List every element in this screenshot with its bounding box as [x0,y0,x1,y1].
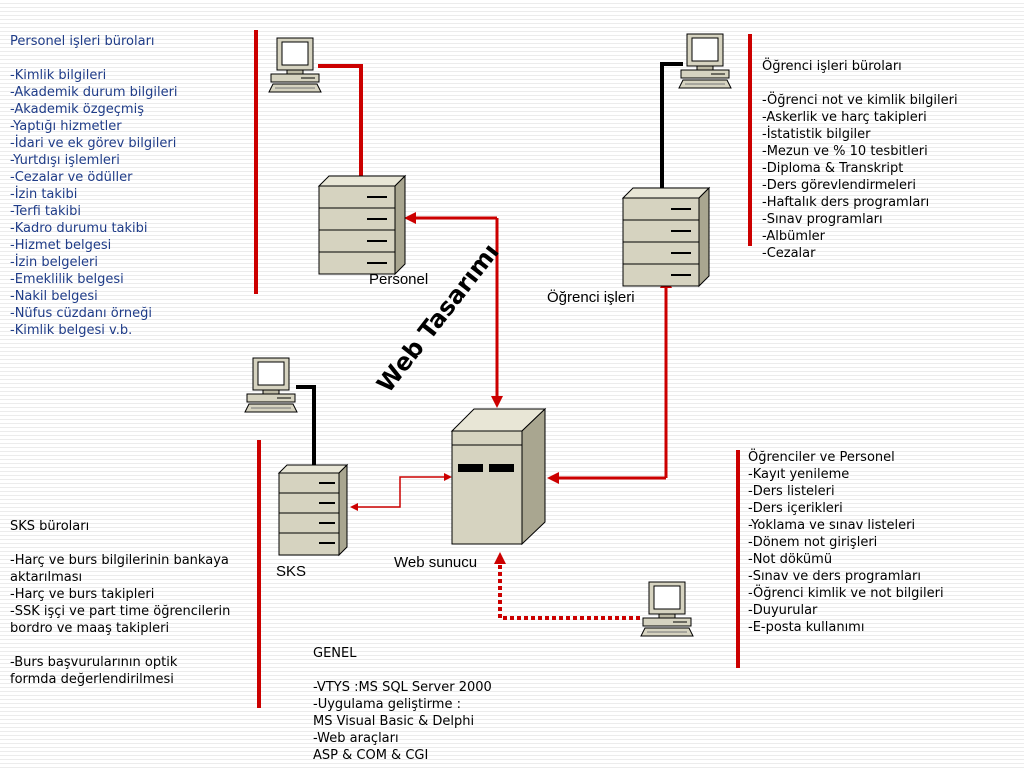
text-line: Öğrenci işleri büroları [762,59,902,74]
sks-computer-icon [244,357,298,413]
text-line: -Dönem not girişleri [748,535,878,550]
text-line: Personel işleri büroları [10,34,155,49]
sks-web-link [356,476,448,508]
text-line: -Ders görevlendirmeleri [762,178,916,193]
text-line: Öğrenciler ve Personel [748,450,895,465]
text-line: -Yoklama ve sınav listeleri [748,518,916,533]
text-line: -Yurtdışı işlemleri [10,153,120,168]
client-arrowhead [494,552,506,564]
web-server-icon [450,407,547,546]
text-line: -Akademik özgeçmiş [10,102,144,117]
text-line: -Uygulama geliştirme : [313,697,461,712]
personel-pc-link [318,64,363,178]
personel-label: Personel [369,271,429,288]
text-line: -Cezalar [762,246,816,261]
text-line: SKS büroları [10,519,90,534]
text-line: -Kayıt yenileme [748,467,850,482]
text-line: -Harç ve burs takipleri [10,587,155,602]
text-line: -İdari ve ek görev bilgileri [10,136,177,151]
text-line: -Cezalar ve ödüller [10,170,133,185]
personel-text-block: Personel işleri büroları -Kimlik bilgiler… [10,33,178,339]
users-divider [736,450,740,668]
web-left-arrowhead [444,473,452,481]
text-line: -Kimlik belgesi v.b. [10,323,133,338]
text-line: -Hizmet belgesi [10,238,112,253]
text-line: -Terfi takibi [10,204,81,219]
text-line: -Yaptığı hizmetler [10,119,122,134]
sks-divider [257,440,261,708]
text-line: -Emeklilik belgesi [10,272,124,287]
sks-text-block: SKS büroları -Harç ve burs bilgilerinin b… [10,518,230,688]
sks-server-icon [278,464,348,556]
text-line: -Nüfus cüzdanı örneği [10,306,152,321]
text-line: -Not dökümü [748,552,833,567]
ogrenci-server-icon [622,187,710,287]
text-line: -Akademik durum bilgileri [10,85,178,100]
text-line: -İzin takibi [10,187,78,202]
genel-text-block: GENEL -VTYS :MS SQL Server 2000 -Uygulama … [313,645,492,764]
ogrenci-pc-link [660,62,683,188]
text-line: formda değerlendirilmesi [10,672,174,687]
personel-arrowhead [404,212,416,224]
sks-label: SKS [276,563,307,580]
text-line: -Ders listeleri [748,484,835,499]
client-computer-icon [640,581,694,637]
web-down-arrowhead [491,396,503,408]
ogrenci-text-block: Öğrenci işleri büroları -Öğrenci not ve k… [762,58,958,262]
text-line: -Nakil belgesi [10,289,98,304]
text-line: bordro ve maaş takipleri [10,621,170,636]
sks-pc-link [296,385,316,466]
text-line: aktarılması [10,570,83,585]
text-line: -Web araçları [313,731,399,746]
ogrenci-label: Öğrenci işleri [547,289,635,306]
text-line: GENEL [313,646,357,661]
text-line: -SSK işçi ve part time öğrencilerin [10,604,231,619]
text-line: -Sınav programları [762,212,883,227]
text-line: -Kadro durumu takibi [10,221,148,236]
text-line: -Harç ve burs bilgilerinin bankaya [10,553,229,568]
text-line: -Öğrenci kimlik ve not bilgileri [748,586,944,601]
users-text-block: Öğrenciler ve Personel -Kayıt yenileme -De… [748,449,944,636]
personel-divider [254,30,258,294]
text-line: MS Visual Basic & Delphi [313,714,475,729]
text-line: ASP & COM & CGI [313,748,429,763]
text-line: -Kimlik bilgileri [10,68,107,83]
text-line: -Haftalık ders programları [762,195,930,210]
text-line: -Albümler [762,229,826,244]
personel-computer-icon [268,37,322,93]
sks-arrowhead [350,503,358,511]
text-line: -Mezun ve % 10 tesbitleri [762,144,928,159]
text-line: -Sınav ve ders programları [748,569,921,584]
text-line: -İstatistik bilgiler [762,127,871,142]
text-line: -Ders içerikleri [748,501,843,516]
web-server-label: Web sunucu [394,554,478,571]
text-line: -Askerlik ve harç takipleri [762,110,927,125]
client-dotted-link [498,562,640,620]
text-line: -Burs başvurularının optik [10,655,178,670]
text-line: -VTYS :MS SQL Server 2000 [313,680,492,695]
text-line: -E-posta kullanımı [748,620,865,635]
web-right-arrowhead [547,472,559,484]
personel-server-icon [318,175,406,275]
text-line: -Öğrenci not ve kimlik bilgileri [762,93,958,108]
ogrenci-computer-icon [678,33,732,89]
text-line: -Duyurular [748,603,818,618]
text-line: -İzin belgeleri [10,255,99,270]
text-line: -Diploma & Transkript [762,161,904,176]
ogrenci-divider [748,34,752,246]
